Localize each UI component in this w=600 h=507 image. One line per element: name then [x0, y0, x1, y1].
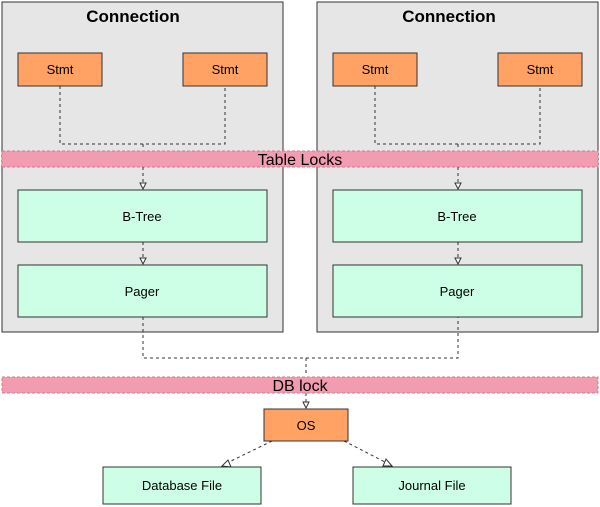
pager-left-label: Pager — [125, 284, 160, 299]
pager-left — [17, 264, 268, 318]
arrow-btree-right — [454, 182, 462, 191]
stmt-merge-left — [59, 86, 226, 150]
stmt-merge-right — [374, 86, 541, 150]
database-file-box — [102, 466, 262, 505]
pager-merge — [142, 317, 459, 376]
os-label: OS — [297, 418, 316, 433]
table-locks-band — [1, 150, 599, 168]
stmt-left-2-label: Stmt — [212, 62, 239, 77]
stmt-left-2 — [182, 52, 268, 87]
arrow-os — [302, 401, 310, 410]
btree-right — [332, 189, 583, 243]
arrow-journal-file — [382, 458, 394, 467]
arrow-pager-left — [139, 257, 147, 266]
os-to-journal-file — [343, 440, 386, 463]
arrow-pager-right — [454, 257, 462, 266]
stmt-right-1 — [332, 52, 418, 87]
arrow-database-file — [220, 459, 232, 468]
stmt-right-2-label: Stmt — [527, 62, 554, 77]
connection-right-title: Connection — [402, 7, 496, 26]
journal-file-box — [352, 466, 512, 505]
os-box — [263, 408, 349, 442]
db-lock-band — [1, 376, 599, 394]
db-lock-label: DB lock — [272, 378, 328, 395]
connection-left-title: Connection — [86, 7, 180, 26]
journal-file-label: Journal File — [398, 478, 465, 493]
stmt-right-2 — [497, 52, 583, 87]
pager-right-label: Pager — [440, 284, 475, 299]
os-to-database-file — [228, 440, 273, 463]
arrow-btree-left — [139, 182, 147, 191]
database-file-label: Database File — [142, 478, 222, 493]
table-locks-label: Table Locks — [258, 152, 343, 169]
btree-right-label: B-Tree — [437, 209, 476, 224]
btree-left-label: B-Tree — [122, 209, 161, 224]
pager-right — [332, 264, 583, 318]
btree-left — [17, 189, 268, 243]
stmt-left-1-label: Stmt — [47, 62, 74, 77]
stmt-right-1-label: Stmt — [362, 62, 389, 77]
